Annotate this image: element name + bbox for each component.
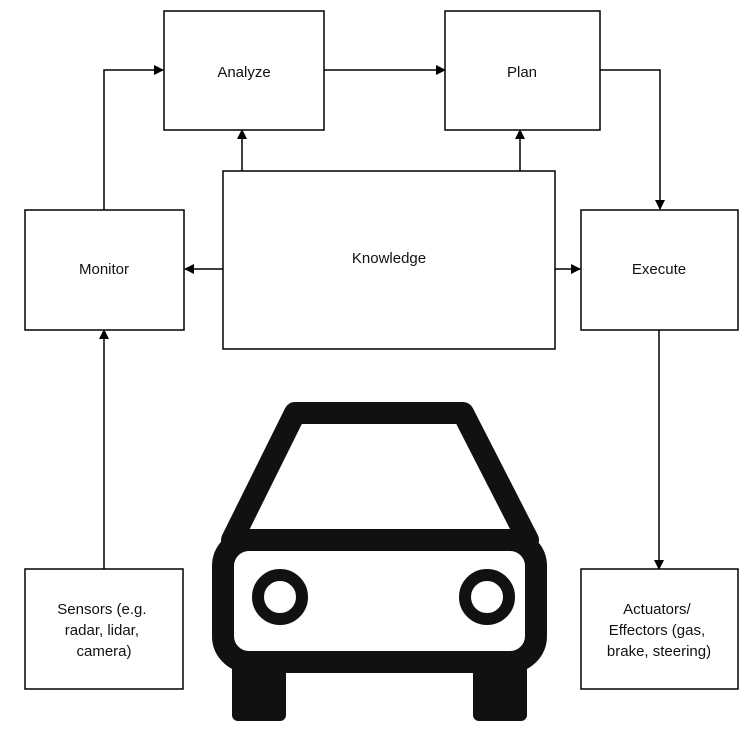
node-actuators: Actuators/ Effectors (gas, brake, steeri… [580, 568, 739, 690]
edge-monitor-analyze [103, 65, 164, 210]
node-label-line: Knowledge [352, 250, 426, 267]
node-label: Plan [507, 64, 537, 81]
node-monitor: Monitor [24, 209, 185, 331]
node-label-line: camera) [76, 643, 131, 660]
node-analyze: Analyze [163, 10, 325, 131]
edges [99, 65, 665, 570]
edge-plan-execute [600, 69, 665, 210]
node-label-line: Actuators/ [623, 601, 691, 618]
node-execute: Execute [580, 209, 739, 331]
node-knowledge: Knowledge [222, 170, 556, 350]
node-label: Monitor [79, 261, 129, 278]
node-label-line: Analyze [217, 64, 270, 81]
node-label-line: Execute [632, 261, 686, 278]
node-label: Execute [632, 261, 686, 278]
node-label-line: Effectors (gas, [609, 622, 705, 639]
node-label: Sensors (e.g. radar, lidar, camera) [57, 601, 150, 660]
node-label-line: Sensors (e.g. [57, 601, 146, 618]
node-label: Analyze [217, 64, 270, 81]
node-label-line: brake, steering) [607, 643, 711, 660]
node-label-line: Monitor [79, 261, 129, 278]
node-sensors: Sensors (e.g. radar, lidar, camera) [24, 568, 184, 690]
car-icon [212, 402, 547, 721]
node-plan: Plan [444, 10, 601, 131]
node-label-line: radar, lidar, [65, 622, 139, 639]
node-label: Actuators/ Effectors (gas, brake, steeri… [607, 601, 711, 660]
node-label-line: Plan [507, 64, 537, 81]
node-label: Knowledge [352, 250, 426, 267]
